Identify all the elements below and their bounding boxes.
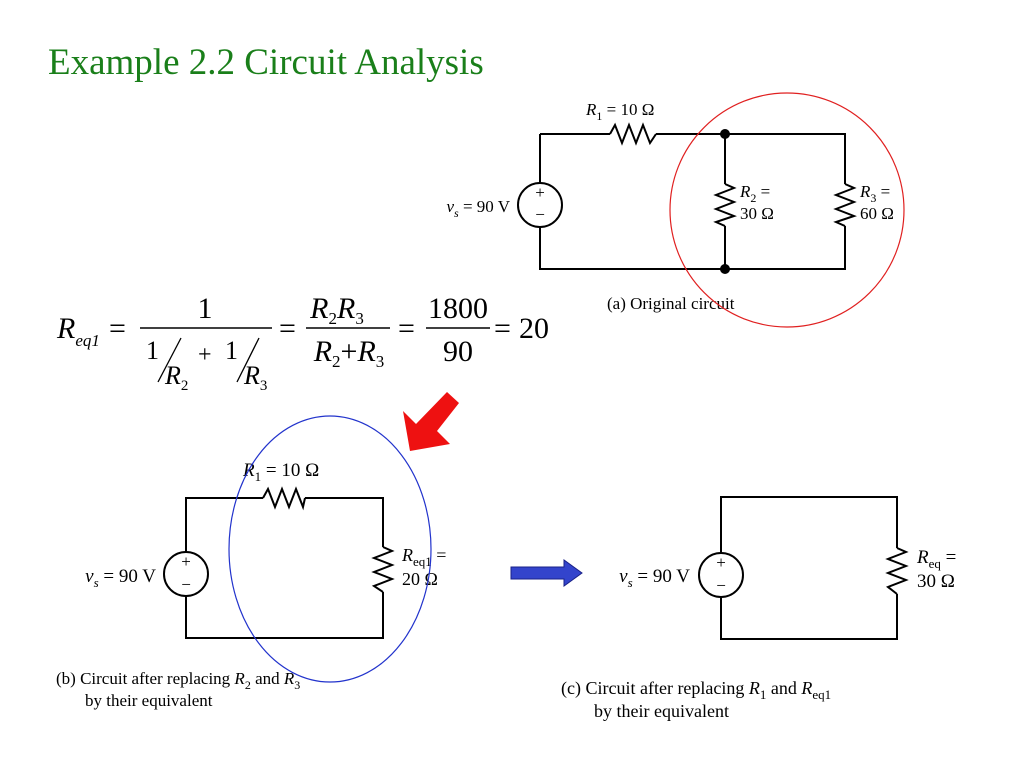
down-left-arrow-icon — [403, 392, 459, 451]
caption-b-line1: (b) Circuit after replacing R2 and R3 — [56, 669, 300, 692]
resistor-r1-a-icon — [609, 122, 657, 146]
source-a-label: vs = 90 V — [446, 197, 510, 220]
slide-title: Example 2.2 Circuit Analysis — [48, 42, 484, 83]
resistor-r1-b-icon — [262, 486, 306, 511]
resistor-r2-a-icon — [713, 183, 737, 227]
highlight-circle-red — [669, 92, 905, 328]
equivalent-resistance-formula: Req1 = 1 1 R2 + 1 R3 = R2R3 R2+R3 = 1800… — [56, 292, 549, 394]
source-b-label: vs = 90 V — [85, 566, 156, 590]
frac1-den-b-slash — [236, 337, 260, 383]
frac2-numerator: R2R3 — [309, 292, 364, 328]
req1-b-label: Req1 = — [401, 545, 446, 569]
node-dot-bottom — [720, 264, 730, 274]
caption-c-line1: (c) Circuit after replacing R1 and Req1 — [561, 678, 831, 702]
r3-a-label: R3 = — [859, 182, 890, 205]
caption-a: (a) Original circuit — [607, 294, 735, 313]
frac1-den-b-var: R3 — [243, 361, 267, 394]
resistor-req1-b-icon — [371, 546, 395, 593]
req-c-value: 30 Ω — [917, 571, 955, 592]
frac3-denominator: 90 — [443, 335, 473, 368]
frac1-den-b-num: 1 — [225, 336, 238, 365]
r2-a-label: R2 = — [739, 182, 770, 205]
frac1-numerator: 1 — [198, 292, 213, 325]
formula-lhs: Req1 — [56, 312, 100, 350]
voltage-source-b-icon: + − — [163, 551, 209, 597]
resistor-r3-a-icon — [833, 183, 857, 227]
circuit-b-wires — [185, 497, 384, 639]
highlight-ellipse-blue — [228, 415, 432, 683]
source-a-minus: − — [535, 205, 545, 224]
voltage-source-c-icon: + − — [698, 552, 744, 598]
frac1-den-a-var: R2 — [164, 361, 188, 394]
circuit-a: + − R1 = 10 Ω R2 = 30 Ω R3 = 60 Ω vs = 9… — [446, 92, 905, 328]
circuit-b: + − R1 = 10 Ω Req1 = 20 Ω vs = 90 V (b) … — [56, 415, 446, 710]
formula-eq-4: = — [494, 312, 511, 345]
resistor-req-c-icon — [885, 547, 909, 595]
req1-b-value: 20 Ω — [402, 569, 438, 589]
source-b-minus: − — [181, 575, 191, 594]
source-a-plus: + — [535, 183, 545, 202]
r1-a-label: R1 = 10 Ω — [585, 100, 654, 123]
formula-eq-2: = — [279, 312, 296, 345]
source-c-plus: + — [716, 553, 726, 572]
formula-result: 20 — [519, 312, 549, 345]
caption-c-line2: by their equivalent — [594, 701, 729, 721]
frac3-numerator: 1800 — [428, 292, 488, 325]
source-c-minus: − — [716, 576, 726, 595]
caption-b-line2: by their equivalent — [85, 691, 213, 710]
r3-a-value: 60 Ω — [860, 204, 894, 223]
frac1-den-a-num: 1 — [146, 336, 159, 365]
right-arrow-icon — [510, 559, 583, 587]
formula-eq-3: = — [398, 312, 415, 345]
r2-a-value: 30 Ω — [740, 204, 774, 223]
node-dot-top — [720, 129, 730, 139]
frac1-den-plus: + — [198, 342, 212, 368]
source-b-plus: + — [181, 552, 191, 571]
formula-eq-1: = — [109, 312, 126, 345]
voltage-source-a-icon: + − — [517, 182, 563, 228]
frac2-denominator: R2+R3 — [313, 335, 385, 371]
circuit-a-wires — [539, 133, 846, 270]
r1-b-label: R1 = 10 Ω — [242, 460, 319, 484]
req-c-label: Req = — [916, 547, 956, 571]
circuit-c: + − vs = 90 V Req = 30 Ω (c) Circuit aft… — [561, 496, 956, 721]
circuit-c-wires — [720, 496, 898, 640]
source-c-label: vs = 90 V — [619, 566, 690, 590]
frac1-den-a-slash — [157, 337, 182, 383]
